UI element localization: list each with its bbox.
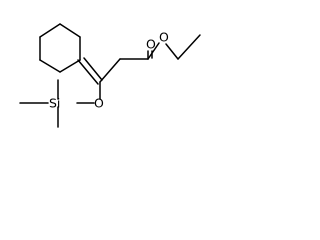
cyclohexane-ring [39, 23, 81, 73]
ring-bond [39, 23, 61, 38]
exocyclic-double-bond [77, 57, 103, 85]
skeletal-structure: O O O Si [19, 23, 201, 128]
chain-bond [99, 58, 121, 83]
ester-bond [165, 43, 179, 60]
ring-bond [59, 23, 81, 38]
silyl-ether [19, 79, 101, 128]
ring-bond [59, 59, 81, 73]
silyl-ether-oxygen-label: O [94, 96, 104, 111]
ethyl-ester [165, 34, 201, 60]
ring-bond [39, 59, 61, 73]
carbonyl-oxygen-label: O [146, 37, 156, 52]
ethyl-bond [177, 34, 201, 60]
silicon-label: Si [49, 96, 60, 111]
butanoate-chain [99, 42, 160, 83]
carbonyl-double-bond [147, 50, 153, 60]
chain-bond [147, 42, 160, 60]
ester-oxygen-label: O [159, 30, 169, 45]
